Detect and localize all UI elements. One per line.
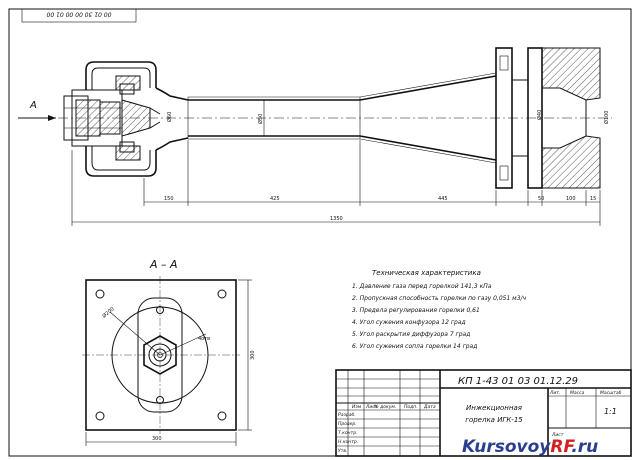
row-utv: Утв.: [338, 448, 347, 454]
tech-characteristics: Техническая характеристика 1. Давление г…: [352, 269, 527, 350]
doc-name-2: горелка ИГК-15: [465, 416, 523, 424]
sheet-frame: [8, 8, 632, 457]
dim-len-total: 1350: [330, 216, 343, 222]
svg-text:KursovoyRF.ru: KursovoyRF.ru: [462, 437, 598, 457]
hdr-scale: Масштаб: [600, 390, 622, 396]
dim-len-4: 50: [538, 196, 544, 202]
row-razrab: Разраб.: [338, 412, 356, 418]
sheet-label: Лист: [551, 432, 564, 438]
col-date: Дата: [423, 404, 436, 410]
hdr-lit: Лит.: [549, 390, 560, 396]
view-a-a: А – А Ø200 4отв 300 300: [82, 258, 256, 446]
hdr-mass: Масса: [570, 390, 585, 396]
dim-len-6: 15: [590, 196, 596, 202]
corner-stamp: 00 01 30 00 00 01 00: [21, 8, 137, 23]
dim-inlet-dia: Ø60: [166, 112, 173, 122]
burner-section-view: A: [18, 47, 612, 226]
tech-line-3: 3. Предела регулирования горелки 0,61: [352, 307, 480, 314]
col-list: Лист: [365, 404, 378, 410]
dim-len-3: 445: [438, 196, 448, 202]
col-izm: Изм: [352, 404, 362, 410]
doc-code: КП 1-43 01 03 01.12.29: [458, 376, 578, 387]
dim-len-1: 150: [164, 196, 174, 202]
tech-line-2: 2. Пропускная способность горелки по газ…: [352, 295, 527, 302]
view-dim-diag: Ø200: [101, 306, 116, 320]
col-doc: № докум.: [373, 404, 396, 410]
dim-throat-dia: Ø50: [257, 114, 264, 124]
dim-len-5: 100: [566, 196, 576, 202]
doc-name-1: Инжекционная: [466, 404, 522, 412]
title-block: КП 1-43 01 03 01.12.29 Изм Лист № докум.…: [335, 369, 632, 457]
watermark: KursovoyRF.ru: [462, 437, 598, 457]
tech-line-6: 6. Угол сужения сопла горелки 14 град: [352, 343, 477, 350]
dim-outlet-dia: Ø100: [603, 111, 610, 124]
corner-stamp-text: 00 01 30 00 00 01 00: [46, 11, 111, 18]
row-tkontr: Т.контр.: [338, 430, 358, 436]
row-nkontr: Н.контр.: [338, 439, 358, 445]
section-title: А – А: [149, 258, 178, 271]
tech-title: Техническая характеристика: [372, 269, 481, 277]
col-sign: Подп.: [404, 404, 418, 410]
view-dim-hole: 4отв: [198, 336, 210, 342]
watermark-part-2: RF: [550, 437, 575, 457]
tech-line-1: 1. Давление газа перед горелкой 141,3 кП…: [352, 283, 492, 290]
dimension-chain: [71, 140, 601, 226]
view-dim-height: 300: [250, 350, 256, 360]
dim-flange-dia: Ø40: [536, 110, 543, 120]
flow-arrow-label: A: [29, 100, 37, 111]
tech-line-5: 5. Угол раскрытия диффузора 7 град: [352, 331, 470, 338]
watermark-part-1: Kursovoy: [462, 437, 551, 457]
watermark-part-3: .ru: [571, 437, 598, 457]
dim-len-2: 425: [270, 196, 280, 202]
row-prov: Провер.: [338, 421, 357, 427]
tech-line-4: 4. Угол сужения конфузора 12 град: [352, 319, 466, 326]
view-dim-width: 300: [152, 436, 162, 442]
scale-value: 1:1: [604, 407, 617, 416]
